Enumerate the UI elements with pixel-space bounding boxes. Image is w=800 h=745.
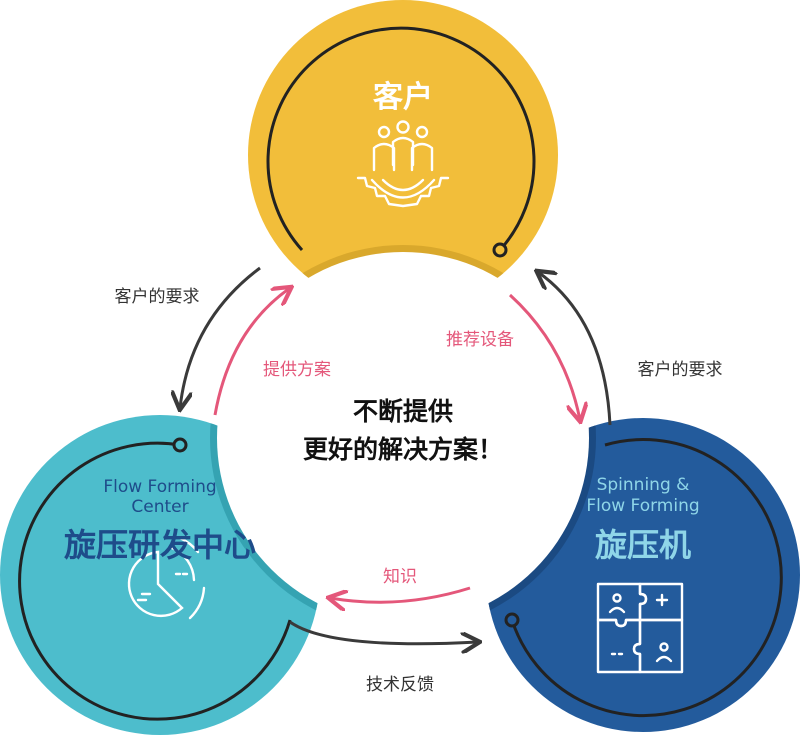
right-inner-arrow	[508, 293, 580, 420]
pie-chart-icon	[127, 536, 206, 620]
people-gear-icon	[356, 120, 450, 208]
customer-title: 客户	[373, 80, 433, 115]
bottom-outer-flow-label: 技术反馈	[366, 675, 434, 695]
machine-title-en-line1: Spinning &	[597, 475, 690, 495]
right-outer-flow-label: 客户的要求	[638, 360, 723, 380]
bottom-inner-arrow	[330, 586, 471, 602]
rd-center-title-en-line2: Center	[131, 497, 188, 517]
machine-ring-dot	[504, 612, 520, 628]
machine-inner-ring	[510, 438, 783, 718]
left-outer-arrow	[180, 266, 261, 408]
rd-center-title-cn: 旋压研发中心	[64, 526, 256, 564]
right-inner-flow-label: 推荐设备	[446, 330, 514, 350]
customer-circle	[248, 0, 558, 310]
machine-title-en-line2: Flow Forming	[586, 496, 699, 516]
machine-title-cn: 旋压机	[595, 526, 691, 564]
customer-ring-dot	[492, 242, 508, 258]
left-inner-flow-label: 提供方案	[263, 360, 331, 380]
puzzle-icon	[596, 582, 684, 674]
center-disc	[217, 252, 589, 624]
rd-center-title-en-line1: Flow Forming	[103, 477, 216, 497]
customer-inner-ring	[266, 26, 536, 251]
left-outer-flow-label: 客户的要求	[115, 287, 200, 307]
right-outer-arrow	[538, 272, 612, 426]
bottom-outer-arrow	[289, 620, 478, 644]
rd-center-ring-dot	[172, 437, 188, 453]
rd-center-inner-ring	[18, 441, 292, 721]
bottom-inner-flow-label: 知识	[383, 567, 417, 587]
center-text-line1: 不断提供	[353, 397, 453, 426]
left-inner-arrow	[213, 288, 290, 416]
center-text-line2: 更好的解决方案！	[303, 435, 503, 464]
